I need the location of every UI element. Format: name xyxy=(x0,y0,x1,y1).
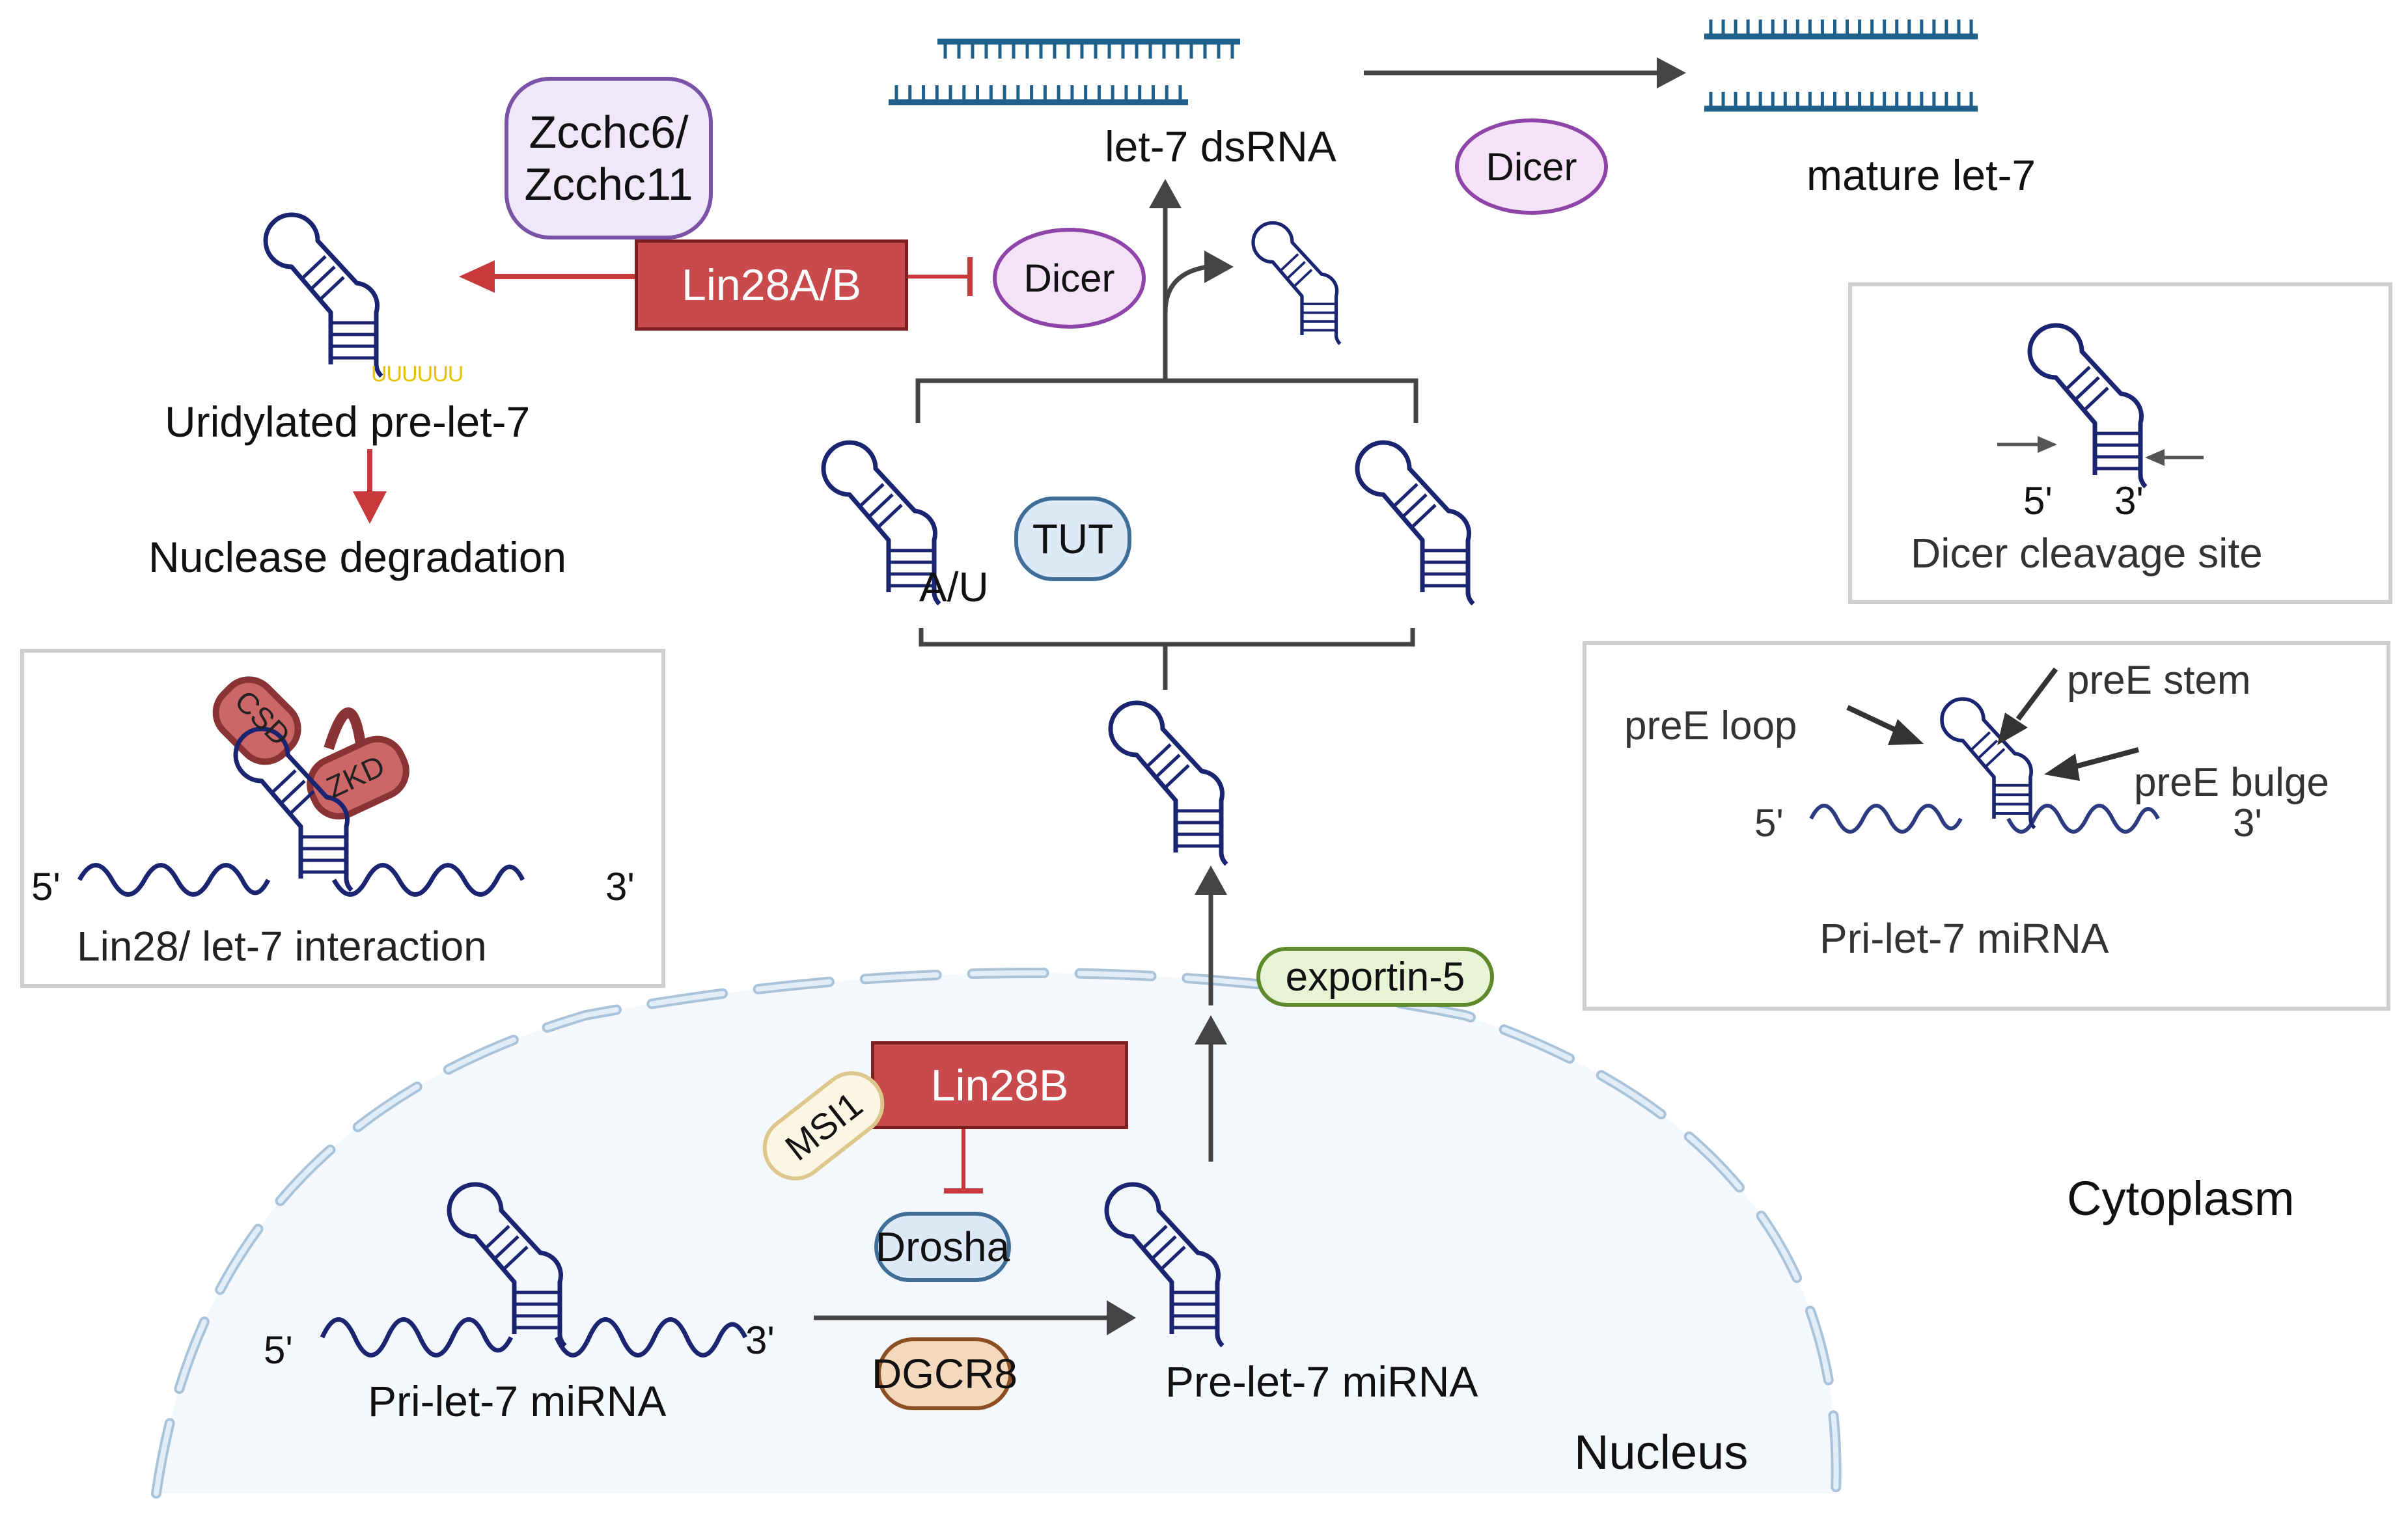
dicer-inhibited-enzyme: Dicer xyxy=(993,228,1146,329)
uridine-tail: UUUUUU xyxy=(371,362,464,387)
pree-stem-label: preE stem xyxy=(2067,658,2251,703)
pri-inset-five-prime: 5' xyxy=(1754,801,1784,845)
lin28ab-protein: Lin28A/B xyxy=(635,239,908,331)
pri-inset-three-prime: 3' xyxy=(2233,801,2262,845)
pre-let7-group2-hairpin xyxy=(1357,443,1473,604)
pree-loop-label: preE loop xyxy=(1624,703,1797,748)
let7-dsrna-glyph xyxy=(889,38,1240,105)
pri-let7-label: Pri-let-7 miRNA xyxy=(368,1377,667,1425)
dicer-site-five-prime: 5' xyxy=(2023,479,2053,523)
pre-let7-cytoplasmic-hairpin xyxy=(1111,703,1226,864)
adenylation-uridylation-label: A/U xyxy=(919,564,989,610)
inset-interaction-three-prime: 3' xyxy=(605,865,635,908)
nuclease-degradation-label: Nuclease degradation xyxy=(148,533,567,581)
exportin5-protein: exportin-5 xyxy=(1256,947,1494,1007)
zcchc6-label: Zcchc6/ xyxy=(529,106,689,157)
inset-lin28-interaction-art xyxy=(20,649,665,988)
pre-let7-label: Pre-let-7 miRNA xyxy=(1165,1358,1478,1406)
dicer-site-three-prime: 3' xyxy=(2114,479,2144,523)
pri-three-prime-label: 3' xyxy=(745,1318,775,1362)
zcchc11-label: Zcchc11 xyxy=(524,159,693,210)
loop-product-hairpin xyxy=(1253,223,1340,344)
mature-let7-label: mature let-7 xyxy=(1806,151,2036,199)
pree-bulge-label: preE bulge xyxy=(2134,760,2329,805)
dgcr8-protein: DGCR8 xyxy=(872,1337,1017,1410)
pri-let7-structure xyxy=(320,1184,748,1358)
upper-bracket xyxy=(915,195,1419,423)
pri-five-prime-label: 5' xyxy=(264,1328,293,1372)
inset-pri-structure-art xyxy=(1583,641,2390,1011)
inset-dicer-site-art xyxy=(1848,282,2392,604)
drosha-protein: Drosha xyxy=(874,1212,1011,1282)
let7-dsrna-label: let-7 dsRNA xyxy=(1105,122,1336,171)
inset-interaction-five-prime: 5' xyxy=(31,865,61,908)
inset-interaction-title: Lin28/ let-7 interaction xyxy=(77,923,487,970)
tut-enzyme: TUT xyxy=(1014,497,1131,581)
lin28b-protein: Lin28B xyxy=(871,1041,1128,1129)
nucleus-label: Nucleus xyxy=(1574,1425,1749,1479)
zcchc6-zcchc11-protein: Zcchc6/ Zcchc11 xyxy=(505,77,713,239)
mature-let7-glyph xyxy=(1704,20,1978,112)
lower-bracket xyxy=(919,628,1415,690)
uridylated-pre-let7-label: Uridylated pre-let-7 xyxy=(165,398,531,446)
dicer-processing-enzyme: Dicer xyxy=(1455,118,1608,215)
dicer-site-title: Dicer cleavage site xyxy=(1911,530,2263,577)
pri-inset-title: Pri-let-7 miRNA xyxy=(1820,915,2109,962)
cytoplasm-label: Cytoplasm xyxy=(2067,1171,2295,1225)
uridylated-pre-let7-hairpin xyxy=(266,215,381,376)
